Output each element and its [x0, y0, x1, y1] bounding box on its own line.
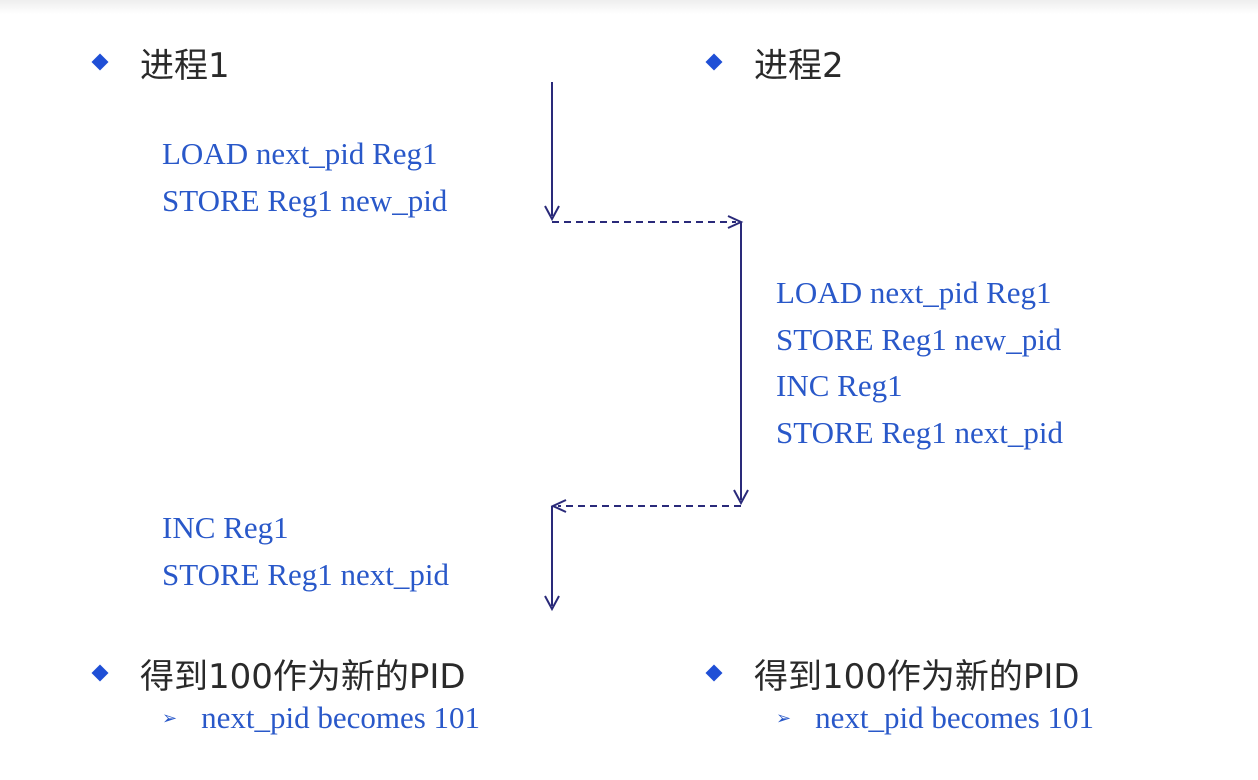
- arrowhead-bullet-icon: ➢: [162, 707, 178, 729]
- process2-result: 得到100作为新的PID: [705, 648, 1080, 698]
- code-line: LOAD next_pid Reg1: [162, 136, 438, 171]
- process1-result-sub-label: next_pid becomes 101: [201, 700, 481, 735]
- process2-execution-arrow: [733, 222, 749, 506]
- process2-heading-label: 进程2: [754, 45, 844, 86]
- code-line: LOAD next_pid Reg1: [776, 275, 1052, 310]
- context-switch-to-process2-arrow: [552, 215, 744, 229]
- process2-result-sub: ➢ next_pid becomes 101: [776, 700, 1094, 736]
- process2-result-label: 得到100作为新的PID: [754, 656, 1080, 697]
- process1-result-label: 得到100作为新的PID: [140, 656, 466, 697]
- process2-heading: 进程2: [705, 37, 844, 87]
- context-switch-to-process1-arrow: [550, 499, 741, 513]
- process1-heading-label: 进程1: [140, 45, 230, 86]
- top-shadow-strip: [0, 0, 1258, 14]
- code-line: STORE Reg1 new_pid: [776, 321, 1062, 357]
- process1-result: 得到100作为新的PID: [91, 648, 466, 698]
- process1-heading: 进程1: [91, 37, 230, 87]
- process1-resume-arrow: [544, 506, 560, 612]
- code-line: INC Reg1: [776, 368, 903, 404]
- arrowhead-bullet-icon: ➢: [776, 707, 792, 729]
- code-line: INC Reg1: [162, 510, 289, 545]
- code-line: STORE Reg1 new_pid: [162, 182, 448, 218]
- process2-result-sub-label: next_pid becomes 101: [815, 700, 1095, 735]
- code-line: STORE Reg1 next_pid: [776, 415, 1064, 451]
- process1-result-sub: ➢ next_pid becomes 101: [162, 700, 480, 736]
- process1-execution-arrow: [544, 82, 560, 222]
- code-line: STORE Reg1 next_pid: [162, 556, 450, 592]
- process1-code-after: INC Reg1 STORE Reg1 next_pid: [162, 505, 449, 598]
- process2-code: LOAD next_pid Reg1 STORE Reg1 new_pid IN…: [776, 270, 1063, 457]
- process1-code-before: LOAD next_pid Reg1 STORE Reg1 new_pid: [162, 131, 447, 224]
